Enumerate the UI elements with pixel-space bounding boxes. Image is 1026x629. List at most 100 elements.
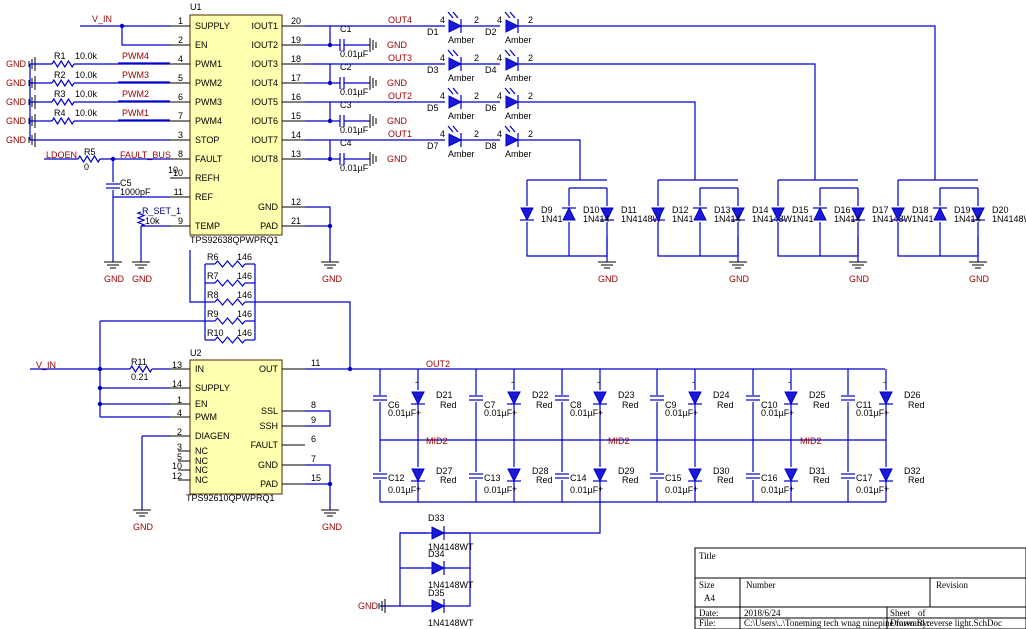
diode-val: 1N414 [954,214,981,224]
led-arrows [504,87,516,95]
diode-symbol [431,526,446,540]
u1-pin-name: IOUT4 [251,78,278,88]
led-color: Amber [505,35,532,45]
diode-ref: D10 [583,205,600,215]
diode-ref: D9 [541,205,553,215]
rbank-val: 146 [237,290,252,300]
cap-ref: C17 [856,473,873,483]
wire [189,250,205,303]
diode-ref: D20 [992,205,1009,215]
cap-val: 0.01µF [761,408,790,418]
net-vin-bottom: V_IN [36,360,56,370]
u2-chip [189,359,283,495]
cap-val: 0.01µF [665,408,694,418]
diode-symbol [505,95,520,109]
pin-num: 4 [497,129,502,139]
resistor-symbol [214,317,246,325]
diode-symbol [562,206,576,221]
u1-pin-name: IOUT2 [251,40,278,50]
led-pin-sign: + [512,484,517,494]
diode-ref: D16 [834,205,851,215]
led-ref: D29 [618,466,635,476]
out-net-label: OUT3 [388,53,412,63]
diode-symbol [507,391,521,406]
led-color: Red [440,400,457,410]
diode-symbol [600,207,614,222]
cap-ref: C1 [340,24,352,34]
u1-pin-num: 11 [174,187,183,197]
diode-ref: D35 [428,588,445,598]
led-ref: D22 [532,390,549,400]
gnd-label: GND [387,78,408,88]
u1-pin-name: SUPPLY [195,21,230,31]
pin-num: 2 [474,53,479,63]
led-arrows [504,125,516,133]
led-pin-sign: - [597,377,600,387]
wire [305,410,331,427]
wire [518,139,581,180]
cap-val: 0.01µF [761,485,790,495]
diode-symbol [784,391,798,406]
u1-pin-num: 17 [291,73,301,83]
led-arrows [504,49,516,57]
diode-val: 1N4148W [621,214,662,224]
led-ref: D6 [485,103,497,113]
u1-pin-num: 20 [291,16,301,26]
led-pin-sign: + [598,484,603,494]
led-ref: D23 [618,390,635,400]
u2-pin-name: IN [195,364,204,374]
r5-val: 0 [84,162,89,172]
resistor-symbol [214,260,246,268]
tb-drawn-label: Drawn By: [890,618,930,628]
diode-val: 1N4148W [872,214,913,224]
cap-val: 0.01µF [388,485,417,495]
u1-pin-num: 9 [178,216,183,226]
diode-ref: D13 [714,205,731,215]
cap-val: 0.01µF [340,49,369,59]
u2-pin-num: 11 [311,358,320,368]
diode-symbol [593,468,607,483]
pin-num: 2 [528,91,533,101]
cap-ref: C13 [484,473,501,483]
u2-pin-name: SUPPLY [195,383,230,393]
diode-val: 1N414 [834,214,861,224]
led-ref: D25 [809,390,826,400]
led-color: Red [622,400,639,410]
diode-symbol [431,561,446,575]
wire [255,301,351,369]
led-pin-sign: - [415,377,418,387]
tb-revision-label: Revision [936,580,969,590]
diode-val: 1N4148W [752,214,793,224]
diode-val: 1N41 [672,214,694,224]
u2-pin-num: 10 [172,461,182,471]
rbank-ref: R10 [207,328,224,338]
u1-pin-num: 15 [291,111,301,121]
led-color: Red [908,475,925,485]
led-pin-sign: + [416,484,421,494]
led-color: Red [622,475,639,485]
diode-symbol [851,207,865,222]
diode-symbol [688,468,702,483]
cap-val: 0.01µF [856,408,885,418]
resistor-symbol [136,211,146,227]
diode-symbol [813,206,827,221]
cap-ref: C3 [340,100,352,110]
led-arrows [504,11,516,19]
title-block [694,547,1026,629]
cap-val: 0.01µF [856,485,885,495]
wire [526,222,608,257]
tb-sheet-label: Sheet [890,608,910,618]
tb-number-label: Number [746,580,776,590]
u2-pin-name: SSL [261,406,278,416]
led-ref: D8 [485,141,497,151]
cap-ref: C16 [761,473,778,483]
diode-val: 1N414 [583,214,610,224]
u2-pin-name: FAULT [251,440,279,450]
diode-symbol [505,57,520,71]
u2-pin-num: 3 [177,442,182,452]
diode-ref: D11 [621,205,637,215]
u1-pin-name: PWM2 [195,78,222,88]
resistor-symbol [51,97,75,107]
pin-num: 4 [440,53,445,63]
cap-ref: C4 [340,138,352,148]
